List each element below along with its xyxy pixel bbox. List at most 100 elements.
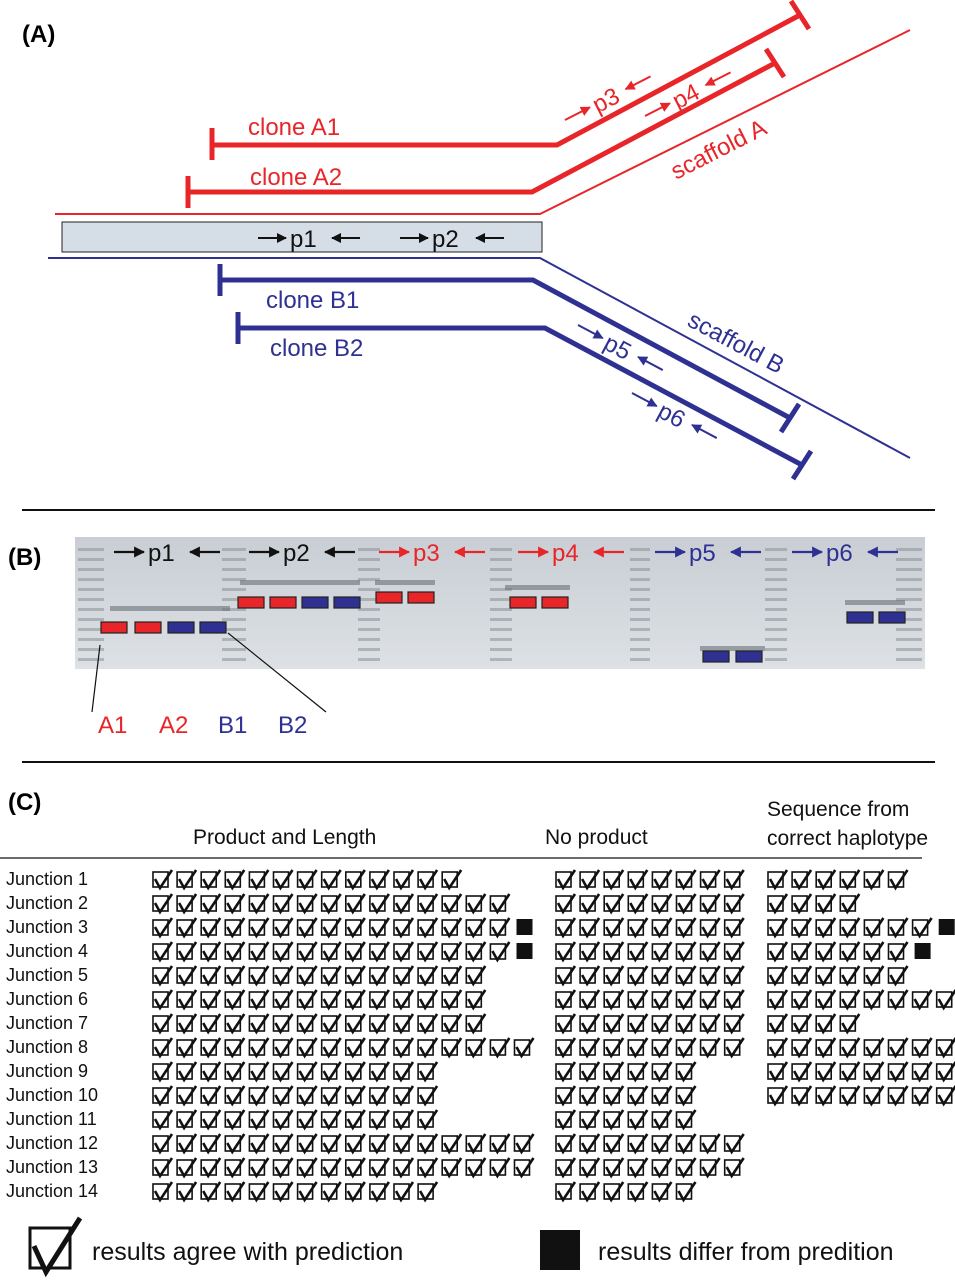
check-icon bbox=[767, 917, 789, 939]
gel-primer-label: p4 bbox=[552, 540, 579, 567]
check-icon bbox=[579, 1037, 601, 1059]
junction-label: Junction 11 bbox=[6, 1109, 97, 1129]
check-icon bbox=[489, 1133, 511, 1155]
check-icon bbox=[369, 1061, 390, 1083]
check-icon bbox=[393, 1157, 415, 1179]
check-icon bbox=[320, 989, 342, 1011]
check-icon bbox=[513, 1133, 535, 1155]
check-icon bbox=[224, 917, 246, 939]
check-icon bbox=[369, 869, 390, 891]
legend: results agree with prediction results di… bbox=[28, 1216, 894, 1278]
check-icon bbox=[176, 917, 198, 939]
lane-label-a1: A1 bbox=[98, 712, 127, 739]
check-icon bbox=[723, 869, 745, 891]
check-icon bbox=[224, 965, 246, 987]
check-icon bbox=[627, 917, 649, 939]
header-no-product: No product bbox=[545, 826, 648, 849]
check-icon bbox=[723, 989, 745, 1011]
check-icon bbox=[767, 1061, 789, 1083]
check-icon bbox=[579, 917, 601, 939]
check-icon bbox=[767, 989, 789, 1011]
check-icon bbox=[935, 1085, 955, 1107]
check-icon bbox=[887, 965, 909, 987]
check-icon bbox=[791, 941, 813, 963]
ladder-lane bbox=[765, 548, 787, 661]
check-icon bbox=[767, 893, 789, 915]
check-icon bbox=[369, 941, 390, 963]
check-icon bbox=[579, 989, 601, 1011]
check-icon bbox=[296, 965, 318, 987]
check-icon bbox=[839, 941, 861, 963]
check-icon bbox=[863, 1085, 885, 1107]
primer-p1: p1 bbox=[258, 226, 360, 253]
check-icon bbox=[248, 941, 270, 963]
check-icon bbox=[723, 1037, 745, 1059]
check-icon bbox=[296, 1133, 318, 1155]
check-icon bbox=[272, 917, 294, 939]
check-icon bbox=[651, 1085, 673, 1107]
check-icon bbox=[176, 1181, 198, 1203]
check-icon bbox=[320, 1061, 342, 1083]
gel-primer-3: p3 bbox=[379, 540, 485, 567]
check-icon bbox=[152, 941, 174, 963]
check-icon bbox=[839, 965, 861, 987]
check-icon bbox=[200, 869, 222, 891]
check-icon bbox=[815, 1085, 837, 1107]
check-icon bbox=[224, 869, 246, 891]
check-icon bbox=[603, 869, 625, 891]
check-icon bbox=[627, 989, 649, 1011]
check-icon bbox=[651, 1013, 673, 1035]
clone-b1 bbox=[217, 264, 802, 434]
check-icon bbox=[651, 965, 673, 987]
check-icon bbox=[272, 941, 294, 963]
check-icon bbox=[272, 1133, 294, 1155]
check-icon bbox=[627, 1133, 649, 1155]
header-sequence-line1: Sequence from bbox=[767, 798, 909, 821]
check-icon bbox=[863, 989, 885, 1011]
ladder-lane bbox=[358, 548, 380, 661]
check-icon bbox=[815, 1037, 837, 1059]
check-icon bbox=[248, 1109, 270, 1131]
gel-primer-label: p2 bbox=[283, 540, 310, 567]
check-icon bbox=[863, 941, 885, 963]
check-icon bbox=[887, 1037, 909, 1059]
gel-band bbox=[505, 585, 570, 590]
check-icon bbox=[675, 1085, 697, 1107]
check-icon bbox=[296, 1013, 318, 1035]
check-icon bbox=[863, 965, 885, 987]
check-icon bbox=[555, 893, 577, 915]
check-icon bbox=[839, 869, 861, 891]
check-icon bbox=[603, 1085, 625, 1107]
check-icon bbox=[417, 1109, 439, 1131]
check-icon bbox=[791, 989, 813, 1011]
check-icon bbox=[723, 893, 745, 915]
check-icon bbox=[176, 869, 198, 891]
check-icon bbox=[675, 989, 697, 1011]
check-icon bbox=[767, 1037, 789, 1059]
check-icon bbox=[441, 893, 463, 915]
check-icon bbox=[320, 893, 342, 915]
check-icon bbox=[579, 1157, 601, 1179]
check-icon bbox=[887, 1061, 909, 1083]
check-icon bbox=[555, 965, 577, 987]
check-icon bbox=[224, 1109, 246, 1131]
check-icon bbox=[152, 1013, 174, 1035]
clone-b2-label: clone B2 bbox=[270, 335, 363, 362]
check-icon bbox=[627, 1013, 649, 1035]
check-icon bbox=[248, 1085, 270, 1107]
check-icon bbox=[513, 1037, 535, 1059]
check-icon bbox=[296, 1181, 318, 1203]
check-icon bbox=[344, 917, 366, 939]
check-icon bbox=[465, 1157, 487, 1179]
check-icon bbox=[272, 965, 294, 987]
check-icon bbox=[393, 893, 415, 915]
filled-square-icon bbox=[516, 919, 533, 935]
check-icon bbox=[200, 1013, 222, 1035]
check-icon bbox=[723, 1013, 745, 1035]
check-icon bbox=[344, 869, 366, 891]
check-icon bbox=[675, 1037, 697, 1059]
check-icon bbox=[272, 1157, 294, 1179]
junction-label: Junction 1 bbox=[6, 869, 88, 889]
